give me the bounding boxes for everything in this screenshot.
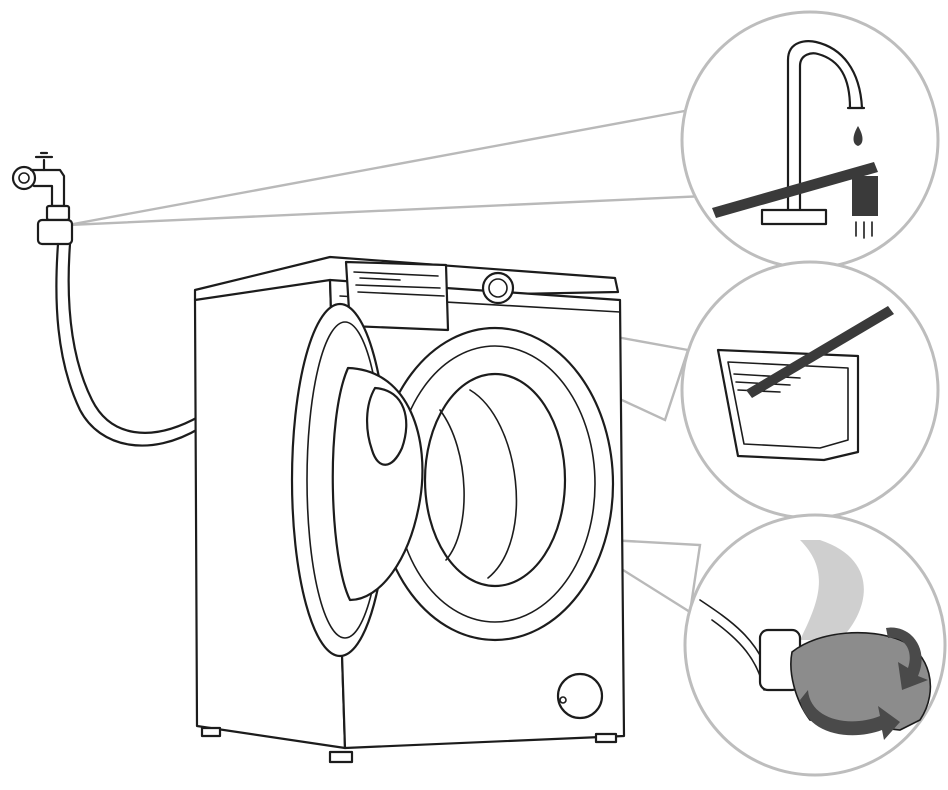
detail-drawer-cleaning — [716, 306, 894, 462]
leader-tap-to-inlet — [67, 108, 708, 227]
hose-nut — [45, 204, 71, 222]
washing-machine — [193, 255, 626, 764]
inlet-filter-held — [852, 176, 878, 216]
drum-opening — [423, 372, 567, 588]
inlet-hose-outer — [55, 242, 202, 447]
detail-pump-filter — [699, 540, 932, 740]
detail-inlet-filter — [712, 40, 878, 239]
toothbrush-icon — [712, 162, 878, 218]
tap-handle — [34, 151, 54, 172]
pump-filter-cover — [556, 672, 604, 720]
faucet-base — [760, 208, 828, 226]
water-drop-icon — [853, 126, 863, 146]
pump-filter-knob — [790, 631, 932, 731]
rotate-arrow-icon — [886, 627, 928, 690]
toothbrush-icon — [746, 306, 894, 398]
water-tap — [11, 151, 74, 246]
detail-circle-tap — [680, 10, 940, 270]
rotate-arrow-icon — [800, 690, 900, 740]
leader-pump-filter — [567, 536, 702, 614]
faucet-pipe — [786, 40, 864, 212]
machine-foot — [594, 732, 618, 744]
inlet-hose-inner — [67, 242, 202, 434]
door-handle — [365, 386, 408, 466]
tap-spout — [29, 168, 66, 208]
program-knob — [481, 271, 515, 305]
filter-shadow — [800, 540, 864, 640]
hose-connector — [36, 218, 74, 246]
drawer-compartment — [716, 348, 860, 462]
machine-foot — [200, 726, 222, 738]
tap-wall-flange — [11, 165, 37, 191]
machine-foot — [328, 750, 354, 764]
